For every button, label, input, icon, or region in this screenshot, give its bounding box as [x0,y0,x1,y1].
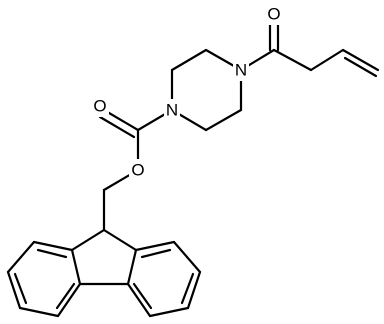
atom-o-ketone: O [265,3,283,25]
bond-right-ring-1 [134,240,176,252]
bond-right-ring-inner-2 [180,272,195,305]
bond-c9-right [102,228,138,252]
bond-five-ring-right [126,248,138,286]
atom-label-o-ester: O [131,161,144,180]
atom-n-carbamate: N [164,99,180,121]
atom-label-n-acyl: N [235,61,247,80]
bond-left-ring-4 [18,306,60,318]
atom-label-o-ketone: O [267,5,280,24]
bond-ring-c-c-lower [204,108,243,132]
bond-ring-c-c-upper [170,48,208,72]
atom-label-n-carbamate: N [166,101,178,120]
bond-left-ring-inner-3 [55,282,76,310]
bond-vinyl-a [341,48,380,72]
bond-carbamate-c-o-a [102,108,140,132]
bond-ch2-ch [309,48,345,72]
bond-left-ring-5 [56,282,82,318]
bond-five-ring-left [70,248,82,286]
bond-right-ring-inner-3 [132,282,153,310]
atom-o-carbamate-double: O [91,95,109,117]
atom-n-acyl: N [233,59,249,81]
bond-left-ring-1 [32,240,74,252]
bond-left-ring-inner-1 [36,248,68,259]
bond-c9-left [70,228,106,252]
bond-right-ring-3 [186,270,202,310]
atom-label-o-carbamate-double: O [93,97,106,116]
bond-right-ring-inner-1 [140,248,172,259]
bond-right-ring-2 [172,240,202,274]
bond-right-ring-4 [148,306,190,318]
bond-left-ring-inner-2 [13,272,28,305]
bond-left-ring-2 [6,240,36,274]
bond-right-ring-5 [126,282,152,318]
atom-o-ester: O [129,159,147,181]
bond-vinyl-b [343,56,378,78]
bond-carbamate-c-o-b [98,115,136,139]
bond-left-ring-3 [6,270,22,310]
bond-acyl-c-ch2 [272,48,313,72]
